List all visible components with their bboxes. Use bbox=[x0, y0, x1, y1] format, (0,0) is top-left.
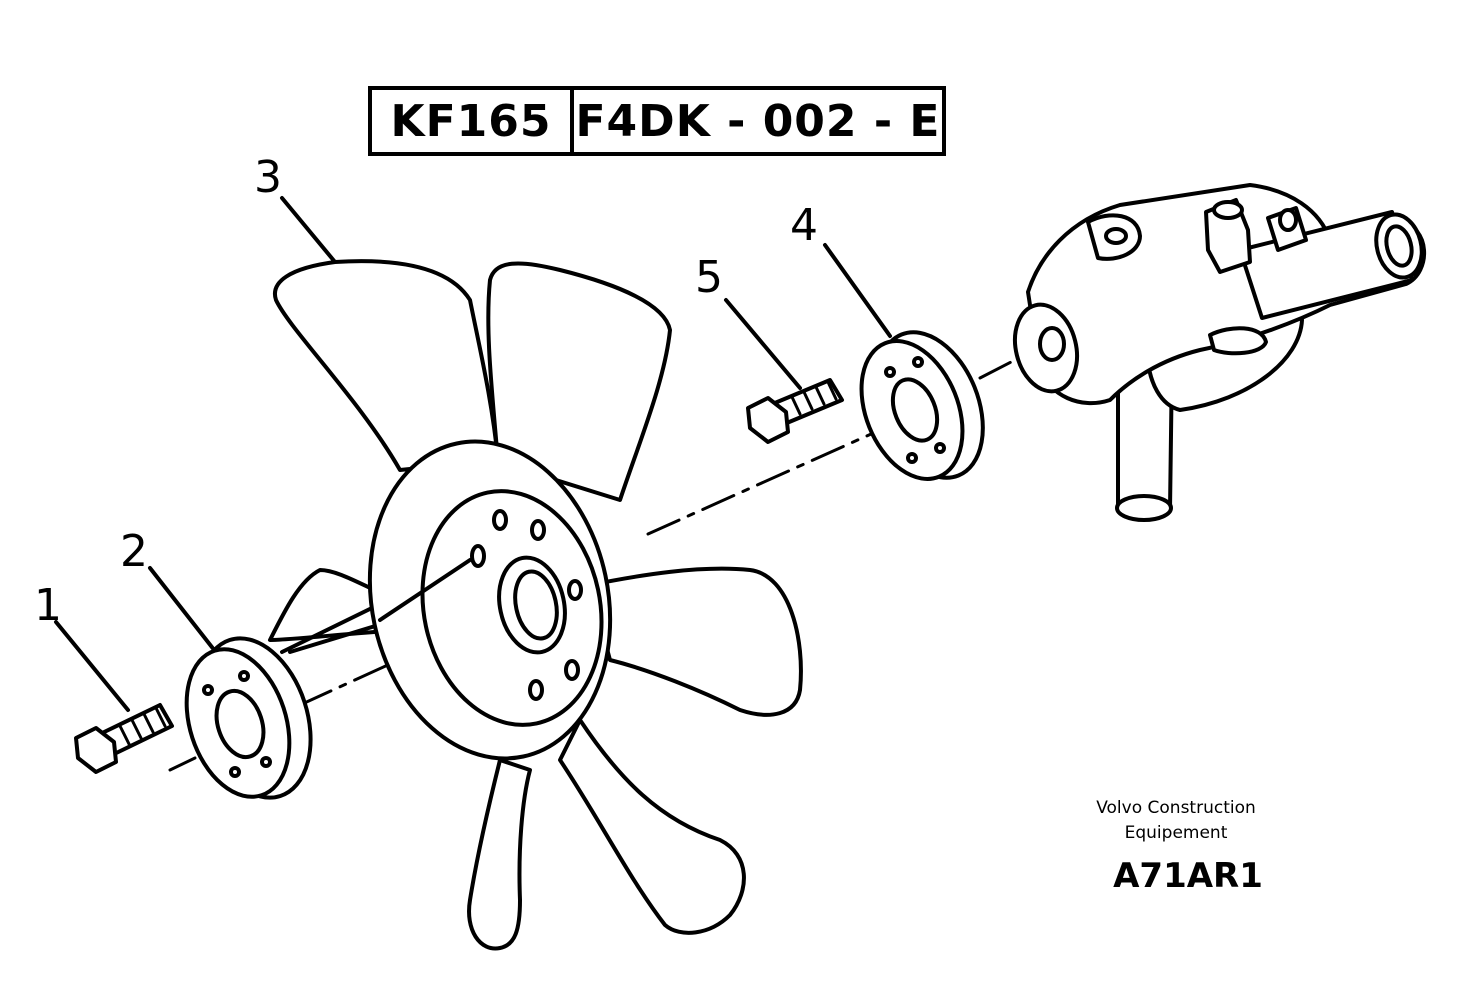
pump-shaft bbox=[1038, 326, 1066, 362]
fan-blade-upper-left bbox=[272, 259, 500, 472]
hub-bolt-hole bbox=[530, 519, 546, 541]
fan-blade-lower-right bbox=[558, 718, 746, 935]
pump-boss-hole bbox=[1278, 208, 1298, 232]
flange-2-hole bbox=[229, 766, 241, 778]
leader-line-2 bbox=[148, 566, 224, 662]
callout-label-3: 3 bbox=[254, 152, 282, 203]
hub-bolt-hole bbox=[528, 679, 544, 701]
manufacturer-line-2: Equipement bbox=[1124, 823, 1228, 843]
callout-label-4: 4 bbox=[790, 200, 818, 251]
reference-label: F4DK - 002 - E bbox=[575, 95, 941, 147]
water-pump bbox=[1013, 183, 1427, 522]
pump-inlet-end bbox=[1115, 494, 1173, 522]
flange-4-hole bbox=[884, 366, 896, 378]
flange-2-bore bbox=[214, 688, 266, 760]
flange-2-hole bbox=[202, 684, 214, 696]
spacer-flange-4 bbox=[859, 330, 985, 481]
pump-outlet-pipe bbox=[1238, 210, 1414, 320]
pump-boss-hole bbox=[1212, 200, 1244, 220]
flange-4-hole bbox=[912, 356, 924, 368]
blade-edge bbox=[378, 558, 472, 622]
fan-blade-left bbox=[268, 568, 402, 642]
bolt-5-head bbox=[746, 396, 790, 444]
title-box: KF165 F4DK - 002 - E bbox=[368, 86, 946, 156]
axis-line bbox=[168, 756, 197, 772]
bolt-5 bbox=[746, 378, 844, 444]
fan-blade-upper bbox=[486, 261, 672, 502]
fan-hub-bore bbox=[513, 569, 559, 641]
bolt-1 bbox=[74, 703, 174, 774]
bolt-1-head bbox=[74, 726, 118, 774]
hub-bolt-hole bbox=[567, 579, 583, 601]
manufacturer-line-1: Volvo Construction bbox=[1096, 798, 1256, 818]
manufacturer-label: Volvo Construction Equipement bbox=[1076, 796, 1276, 846]
callout-label-2: 2 bbox=[120, 526, 148, 577]
pump-lug bbox=[1208, 326, 1268, 356]
pump-outlet-bore bbox=[1384, 224, 1414, 268]
fan-blade-right bbox=[588, 566, 803, 717]
spacer-flange-2 bbox=[184, 636, 313, 800]
hub-bolt-hole bbox=[492, 509, 508, 531]
fan-hub bbox=[367, 439, 613, 761]
drawing-code: A71AR1 bbox=[1113, 856, 1263, 896]
leader-line-5 bbox=[724, 298, 802, 390]
flange-2-hole bbox=[260, 756, 272, 768]
fan-blade-lower bbox=[467, 758, 532, 951]
callout-label-1: 1 bbox=[34, 580, 62, 631]
callout-label-5: 5 bbox=[695, 252, 723, 303]
leader-line-3 bbox=[280, 196, 337, 264]
pump-boss bbox=[1204, 198, 1252, 274]
pump-ear-hole bbox=[1104, 227, 1128, 245]
hub-bolt-hole bbox=[564, 659, 580, 681]
flange-2-hole bbox=[238, 670, 250, 682]
flange-4-hole bbox=[906, 452, 918, 464]
axis-line bbox=[646, 428, 882, 536]
flange-4-hole bbox=[934, 442, 946, 454]
fan-blades bbox=[268, 259, 803, 951]
leader-line-4 bbox=[823, 243, 892, 338]
leader-line-1 bbox=[54, 620, 130, 712]
hub-bolt-hole bbox=[470, 544, 486, 568]
flange-4-bore bbox=[890, 377, 940, 443]
model-label: KF165 bbox=[372, 90, 574, 152]
